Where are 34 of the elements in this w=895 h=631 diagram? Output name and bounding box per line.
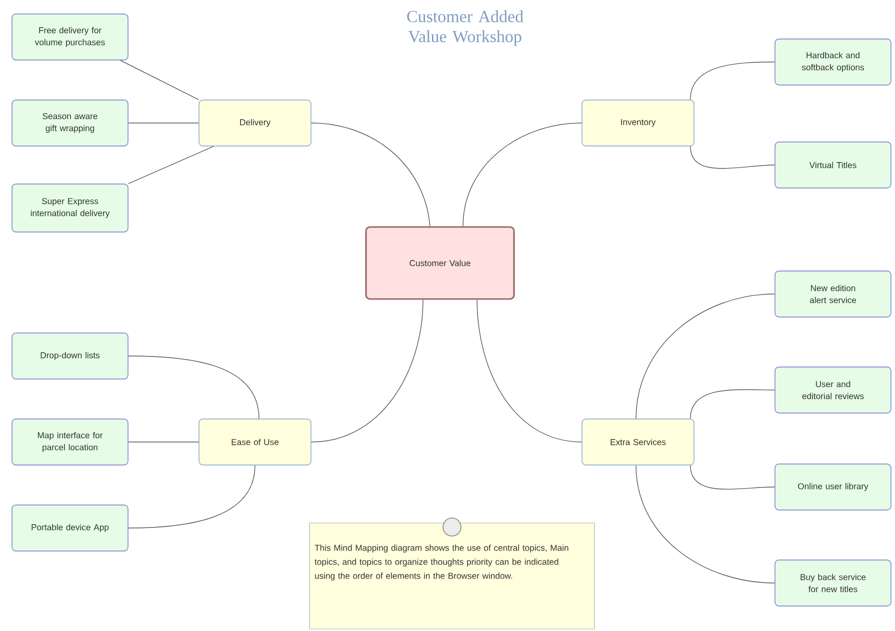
topic-box: Super Express international delivery bbox=[12, 184, 128, 232]
connector bbox=[311, 122, 430, 227]
connector bbox=[128, 464, 256, 528]
topic-box: Online user library bbox=[774, 464, 892, 510]
main-topic-box: Ease of Use bbox=[198, 418, 312, 466]
topic-box: New edition alert service bbox=[774, 270, 892, 318]
main-topic-box: Delivery bbox=[198, 100, 312, 146]
topic-box: Virtual Titles bbox=[774, 142, 892, 188]
topic-box: Hardback and softback options bbox=[774, 38, 892, 86]
connector bbox=[128, 122, 199, 124]
note-box: This Mind Mapping diagram shows the use of central topics, Main topics, and topics to organize thoughts priority can be indicated using the order of elements in the Browser window. bbox=[309, 522, 595, 630]
topic-box: Map interface for parcel location bbox=[12, 418, 128, 466]
connector bbox=[690, 146, 775, 169]
central-topic-box: Customer Value bbox=[365, 226, 515, 300]
connector bbox=[690, 62, 775, 100]
connector bbox=[311, 299, 424, 442]
connector bbox=[636, 464, 775, 584]
main-topic-box: Extra Services bbox=[582, 418, 694, 466]
connector bbox=[690, 464, 775, 490]
connector bbox=[476, 299, 582, 442]
topic-box: Season aware gift wrapping bbox=[12, 100, 128, 146]
connector bbox=[128, 356, 260, 419]
main-topic-box: Inventory bbox=[582, 100, 694, 146]
title: Customer Added Value Workshop bbox=[407, 10, 524, 46]
connector bbox=[636, 294, 775, 419]
topic-box: User and editorial reviews bbox=[774, 366, 892, 414]
connector bbox=[462, 122, 582, 227]
connector bbox=[128, 146, 214, 184]
connector bbox=[690, 389, 775, 419]
topic-box: Free delivery for volume purchases bbox=[12, 14, 128, 60]
topic-box: Buy back service for new titles bbox=[774, 560, 892, 606]
connector bbox=[120, 60, 199, 100]
topic-box: Portable device App bbox=[12, 504, 128, 552]
topic-box: Drop-down lists bbox=[12, 332, 128, 380]
